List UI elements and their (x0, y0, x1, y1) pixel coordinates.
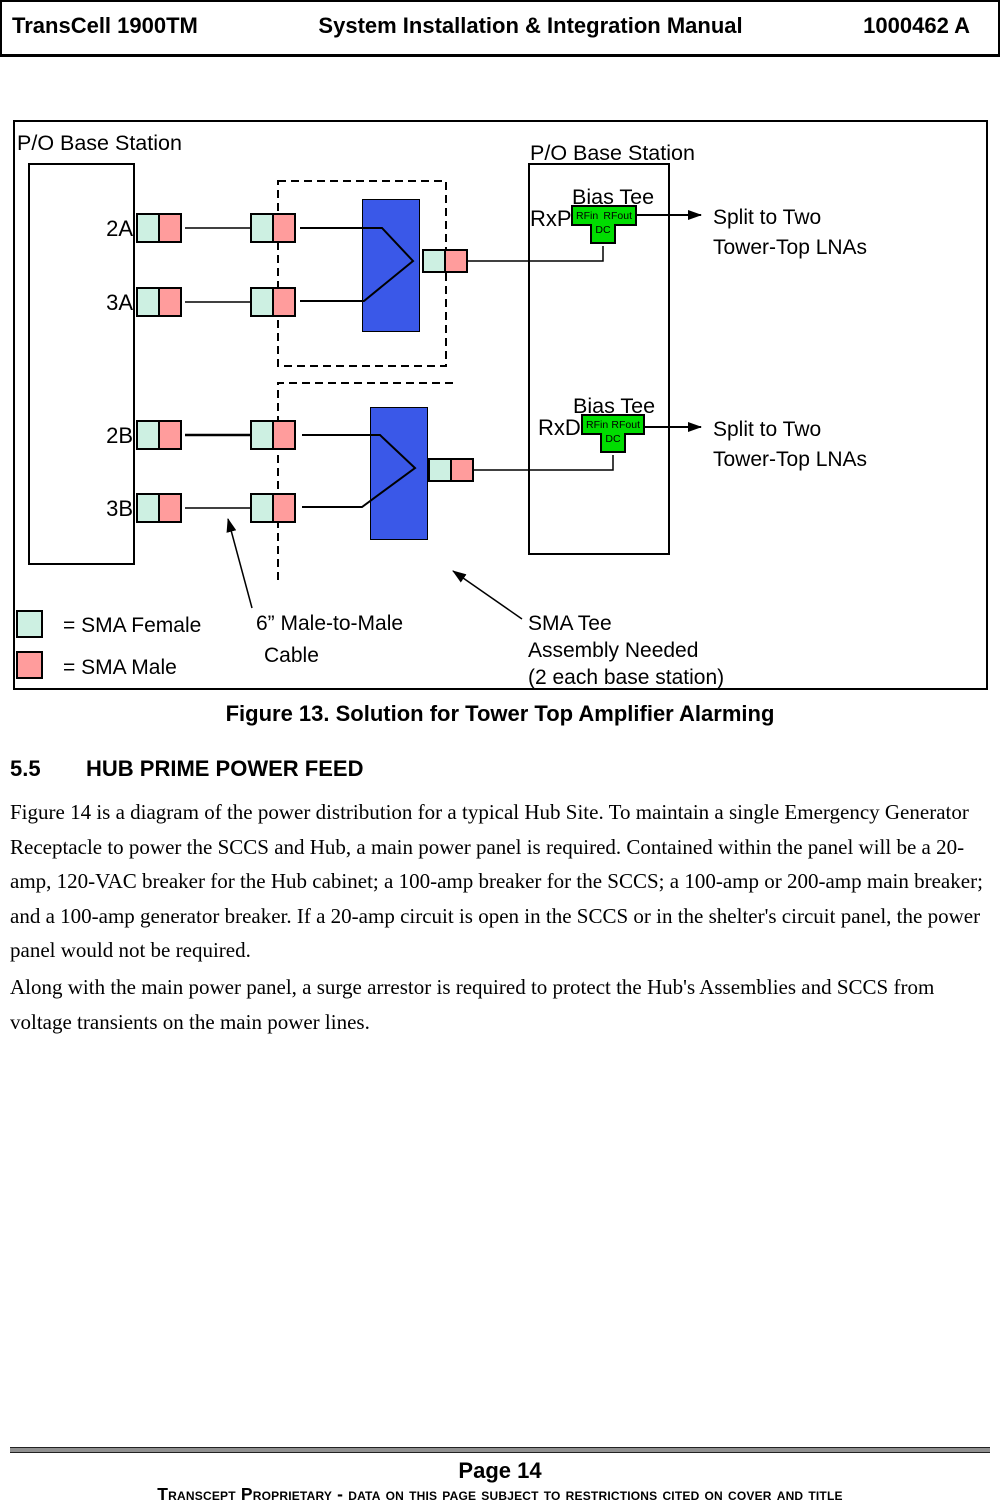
sma-tee-note-line1: SMA Tee (528, 612, 612, 635)
page-number: Page 14 (458, 1458, 542, 1483)
sma-female-connector (250, 213, 274, 243)
right-base-station-box (528, 163, 670, 555)
cable-note-arrow (226, 518, 253, 609)
combiner-a (362, 199, 420, 332)
bias-tee-a: RFin RFout (571, 205, 637, 226)
port-label-3a: 3A (106, 290, 133, 315)
header-product-name: TransCell 1900TM (12, 13, 198, 38)
combiner-b-output-pair (428, 458, 474, 482)
sma-female-connector (136, 213, 160, 243)
sma-female-connector (250, 287, 274, 317)
header-doc-number: 1000462 A (863, 13, 970, 38)
connector-pair (136, 493, 182, 523)
body-paragraph-2: Along with the main power panel, a surge… (10, 975, 935, 1034)
port-label-3b: 3B (106, 496, 133, 521)
footer-rule (10, 1447, 990, 1453)
split-label-a-line2: Tower-Top LNAs (713, 236, 868, 259)
rfin-pin-label: RFin (576, 209, 599, 222)
sma-male-connector (272, 493, 296, 523)
legend-sma-male-swatch (16, 651, 43, 679)
sma-male-connector (158, 420, 182, 450)
left-base-station-box (28, 163, 135, 565)
sma-tee-arrow (452, 570, 523, 620)
sma-female-connector (136, 493, 160, 523)
legend-sma-male-label: = SMA Male (63, 656, 177, 679)
sma-tee-note-line2: Assembly Needed (528, 639, 699, 662)
figure-13-diagram: P/O Base Station P/O Base Station (13, 120, 988, 690)
sma-male-connector (450, 458, 474, 482)
sma-female-connector (136, 287, 160, 317)
connector-pair (250, 213, 296, 243)
combiner-a-output-pair (422, 249, 468, 273)
sma-female-connector (250, 420, 274, 450)
right-station-title: P/O Base Station (530, 141, 695, 165)
legend-sma-female-swatch (16, 610, 43, 638)
combiner-b (370, 407, 428, 540)
rfout-pin-label: RFout (603, 209, 632, 222)
bias-tee-a-port: RxP (530, 206, 572, 231)
sma-female-connector (422, 249, 446, 273)
sma-male-connector (272, 420, 296, 450)
split-label-a-line1: Split to Two (713, 206, 822, 229)
cable-note-line1: 6” Male-to-Male (256, 612, 404, 635)
bias-tee-b-port: RxD (538, 415, 581, 440)
connector-pair (136, 213, 182, 243)
sma-male-connector (444, 249, 468, 273)
section-number: 5.5 (10, 756, 41, 781)
section-title: HUB PRIME POWER FEED (86, 756, 364, 781)
port-label-2a: 2A (106, 216, 133, 241)
split-label-b-line2: Tower-Top LNAs (713, 448, 868, 471)
port-label-2b: 2B (106, 423, 133, 448)
proprietary-notice: Transcept Proprietary - data on this pag… (157, 1484, 843, 1504)
sma-male-connector (272, 213, 296, 243)
legend-sma-female-label: = SMA Female (63, 614, 202, 637)
connector-pair (250, 287, 296, 317)
connector-pair (136, 420, 182, 450)
sma-tee-note-line3: (2 each base station) (528, 666, 725, 689)
bias-tee-b: RFin RFout (581, 414, 645, 435)
section-heading: 5.5 HUB PRIME POWER FEED (10, 756, 990, 782)
sma-female-connector (136, 420, 160, 450)
sma-female-connector (428, 458, 452, 482)
rfout-pin-label: RFout (611, 418, 640, 431)
split-label-b-line1: Split to Two (713, 418, 822, 441)
bias-tee-b-dc-port: DC (600, 433, 626, 453)
connector-pair (136, 287, 182, 317)
left-station-title: P/O Base Station (17, 131, 182, 155)
sma-male-connector (158, 213, 182, 243)
figure-caption: Figure 13. Solution for Tower Top Amplif… (225, 701, 775, 726)
page-header: TransCell 1900TM System Installation & I… (0, 0, 1000, 57)
body-paragraph-1: Figure 14 is a diagram of the power dist… (10, 800, 983, 962)
connector-pair (250, 493, 296, 523)
cable-note-line2: Cable (264, 644, 319, 667)
sma-male-connector (158, 287, 182, 317)
sma-male-connector (158, 493, 182, 523)
sma-male-connector (272, 287, 296, 317)
connector-pair (250, 420, 296, 450)
header-manual-title: System Installation & Integration Manual (318, 13, 743, 38)
diagram-lines (185, 180, 702, 620)
rfin-pin-label: RFin (586, 418, 609, 431)
sma-female-connector (250, 493, 274, 523)
bias-tee-a-dc-port: DC (590, 224, 616, 244)
